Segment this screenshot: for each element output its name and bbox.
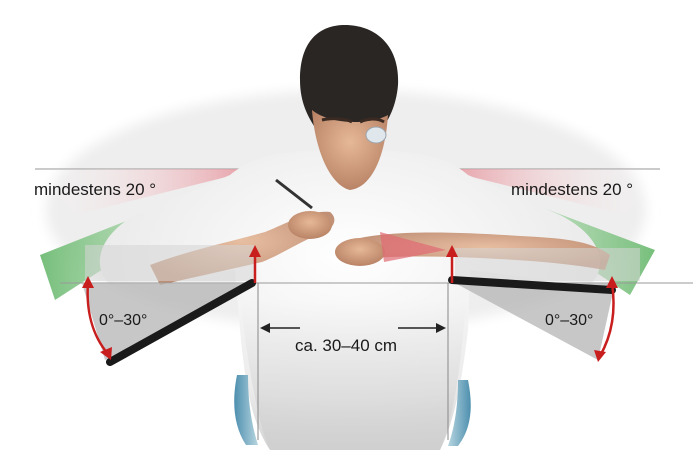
- left-hand: [288, 211, 332, 239]
- label-angle-left-lower: 0°–30°: [99, 313, 147, 329]
- label-angle-right-top: mindestens 20 °: [511, 181, 633, 198]
- right-forearm-zone: [455, 248, 640, 281]
- label-distance: ca. 30–40 cm: [295, 337, 397, 354]
- label-angle-right-lower: 0°–30°: [545, 313, 593, 329]
- torso-shading: [240, 300, 466, 450]
- eye-reflection: [366, 127, 386, 143]
- label-angle-left-top: mindestens 20 °: [34, 181, 156, 198]
- left-forearm-zone: [85, 245, 255, 281]
- right-hand: [335, 238, 385, 266]
